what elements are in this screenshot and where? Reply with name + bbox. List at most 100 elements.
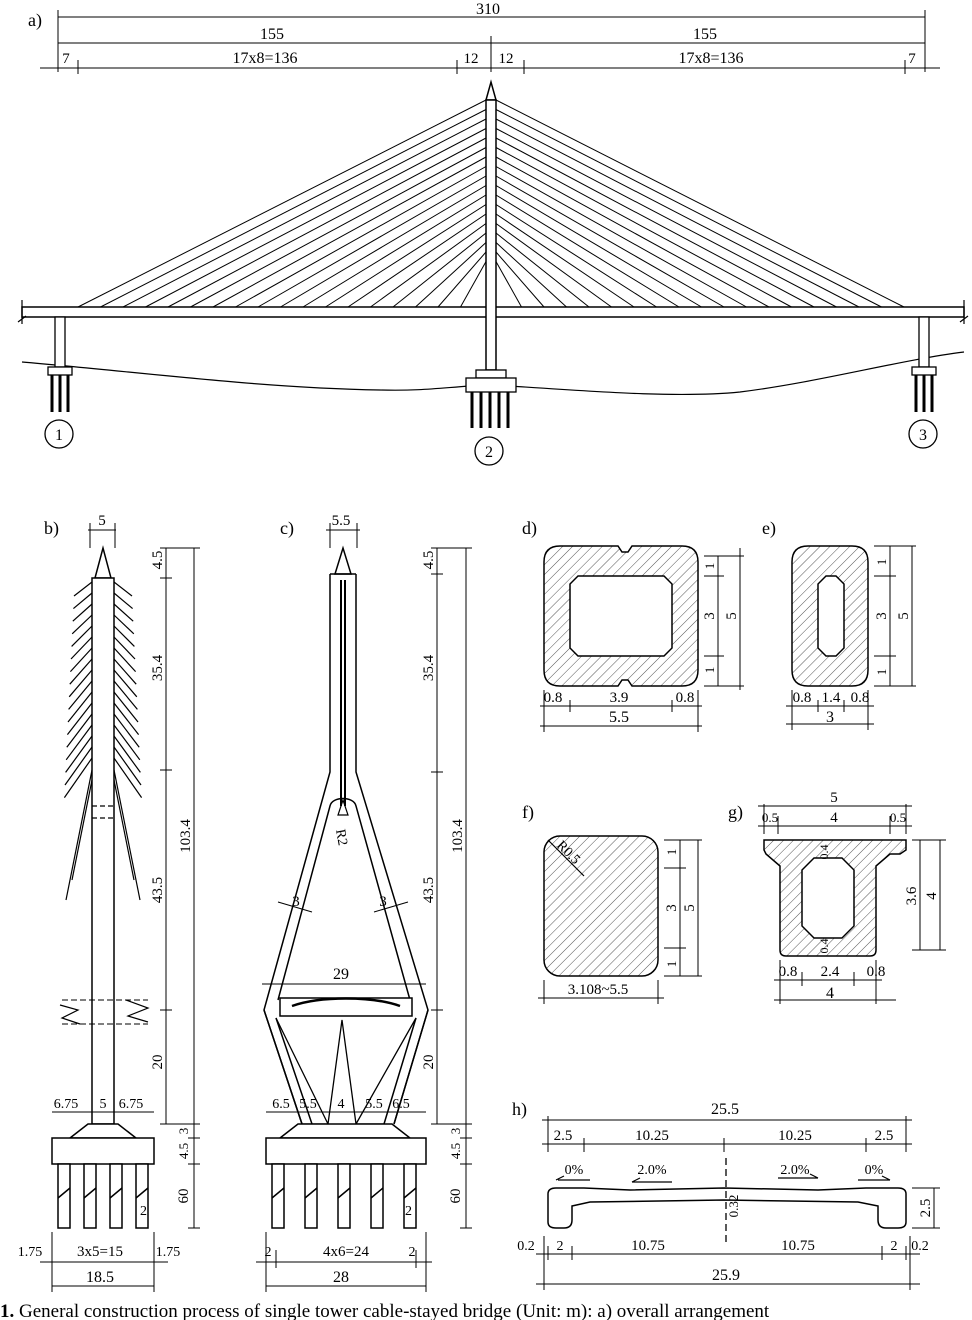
stay-cable — [495, 99, 905, 308]
figure-caption: 1. General construction process of singl… — [0, 1302, 972, 1320]
dim-f-width: 3.108~5.5 — [568, 982, 629, 998]
stay-cables — [77, 99, 905, 308]
caption-number: 1. — [0, 1302, 15, 1320]
cable-anchor-line — [64, 746, 93, 786]
stay-cable — [495, 175, 725, 308]
dim-e-h2: 3 — [874, 612, 890, 620]
cable-anchor-line — [69, 647, 93, 673]
dim-d-w1: 0.8 — [544, 690, 563, 706]
dim-g-h-total: 4 — [924, 892, 940, 900]
pylon — [485, 99, 497, 371]
dim-b-top-width: 5 — [98, 513, 106, 529]
cable-anchor-line — [67, 691, 93, 723]
panel-h-deck-section: h) 25.5 2.5 10.25 10.25 2.5 0% 2.0% 2.0%… — [512, 1099, 940, 1290]
dim-b-base3: 6.75 — [119, 1097, 144, 1112]
stay-cable — [495, 242, 567, 308]
stay-cable — [495, 109, 882, 308]
stay-cable — [167, 137, 487, 308]
dim-f-total-h: 5 — [682, 904, 698, 912]
stay-cable — [280, 185, 487, 308]
dim-b-seg2: 35.4 — [150, 654, 166, 681]
stay-cable — [495, 232, 590, 308]
stay-cable — [495, 261, 522, 308]
stay-cable — [460, 261, 487, 308]
dim-h-crown: 0.32 — [726, 1195, 741, 1218]
panel-d-section: d) 1 3 1 5 0.8 3.9 0.8 5.5 — [522, 518, 744, 732]
dim-b-bot-total: 18.5 — [86, 1269, 114, 1286]
dim-b-f1: 3 — [176, 1128, 191, 1135]
panel-b-label: b) — [44, 518, 59, 539]
dim-h-sl2: 2.0% — [637, 1163, 667, 1178]
dim-e-w2: 1.4 — [822, 690, 841, 706]
dim-c-base1: 6.5 — [272, 1097, 290, 1112]
dim-h-t3: 10.25 — [778, 1128, 812, 1144]
cable-anchor-line — [63, 757, 93, 798]
dim-c-seg2: 35.4 — [421, 654, 437, 681]
panel-f-label: f) — [522, 802, 534, 823]
dim-b-pile-gap: 2 — [140, 1204, 147, 1219]
dim-g-h-in: 3.6 — [904, 886, 920, 905]
dim-e-total-w: 3 — [826, 709, 834, 726]
stay-cable — [302, 194, 487, 308]
stay-cable — [325, 204, 487, 308]
dim-b-seg3: 43.5 — [150, 877, 166, 903]
panel-d-label: d) — [522, 518, 537, 539]
cable-anchor-line — [65, 769, 93, 901]
dim-g-top-l: 0.5 — [762, 810, 778, 825]
panel-e-label: e) — [762, 518, 776, 539]
dim-g-b2: 2.4 — [821, 964, 840, 980]
dim-h-b3: 10.75 — [631, 1238, 665, 1254]
pier-3-label: 3 — [919, 427, 927, 444]
dim-b-base1: 6.75 — [54, 1097, 79, 1112]
dim-g-top-m: 4 — [830, 810, 838, 826]
dim-c-bot-total: 28 — [333, 1269, 349, 1286]
dim-c-bot-mid: 4x6=24 — [323, 1244, 369, 1260]
cable-anchor-line — [113, 746, 142, 786]
dim-g-b3: 0.8 — [867, 964, 886, 980]
dim-b-bot-right: 1.75 — [156, 1245, 181, 1260]
panel-h-label: h) — [512, 1099, 527, 1120]
stay-cable — [122, 118, 487, 308]
dim-h-depth: 2.5 — [918, 1199, 934, 1218]
stay-cable — [77, 99, 487, 308]
cable-anchor-line — [113, 779, 135, 881]
dim-f-h3: 1 — [664, 961, 679, 968]
stay-cable — [212, 156, 487, 308]
dim-e-total-h: 5 — [896, 612, 912, 620]
panel-a-label: a) — [28, 10, 42, 31]
stay-cable — [437, 251, 487, 308]
dim-h-total-bot: 25.9 — [712, 1267, 740, 1284]
cable-anchor-line — [113, 702, 140, 735]
dim-e-w1: 0.8 — [793, 690, 812, 706]
dim-b-f3: 60 — [176, 1189, 192, 1204]
cable-anchor-line — [65, 735, 93, 773]
dim-c-leg-r: 3 — [379, 894, 387, 910]
pier-2-label: 2 — [485, 444, 493, 461]
dim-a-span-right: 17x8=136 — [678, 50, 743, 67]
dim-g-b1: 0.8 — [779, 964, 798, 980]
dim-h-sl3: 2.0% — [780, 1163, 810, 1178]
dim-b-bot-mid: 3x5=15 — [77, 1244, 123, 1260]
cable-anchor-line — [113, 769, 141, 901]
dim-b-seg4: 20 — [150, 1055, 166, 1070]
panel-b-pylon-side: b) 5 4.5 35.4 43.5 20 103.4 3 4.5 — [18, 513, 200, 1292]
dim-h-b5: 2 — [891, 1239, 898, 1254]
dim-c-seg3: 43.5 — [421, 877, 437, 903]
stay-cable — [100, 109, 487, 308]
dim-e-h1: 1 — [874, 559, 889, 566]
dim-c-top-width: 5.5 — [332, 513, 351, 529]
stay-cable — [415, 242, 487, 308]
dim-c-f2: 4.5 — [448, 1143, 463, 1159]
dim-g-b-total: 4 — [826, 985, 834, 1002]
cable-anchor-line — [113, 735, 141, 773]
dim-c-radius: R2 — [332, 828, 350, 847]
dim-e-w3: 0.8 — [851, 690, 870, 706]
stay-cable — [495, 166, 747, 308]
dim-c-total: 103.4 — [450, 819, 466, 853]
dim-e-h3: 1 — [874, 669, 889, 676]
dim-d-total-h: 5 — [724, 612, 740, 620]
dim-a-end-right: 7 — [908, 51, 916, 67]
cable-anchors-side — [63, 581, 143, 901]
dim-a-span-left: 17x8=136 — [232, 50, 297, 67]
